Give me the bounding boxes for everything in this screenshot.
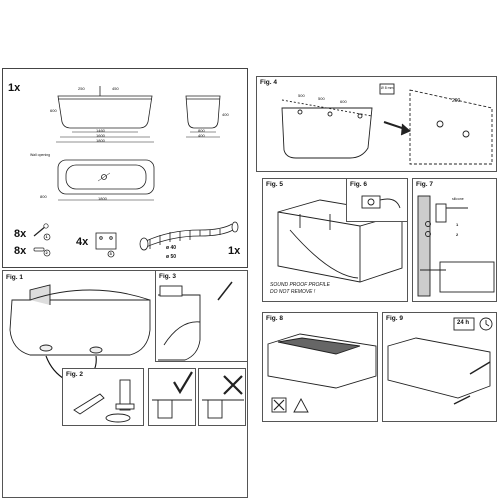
fig8-label: Fig. 8	[266, 315, 283, 322]
dim-plan-width: 1800	[98, 196, 107, 201]
fig9-cure-time: 24 h	[457, 320, 470, 326]
fig5-note-line2: DO NOT REMOVE !	[270, 289, 316, 295]
fig7-callout-2: 2	[456, 232, 459, 237]
plan-view-label: Wall opening	[30, 153, 51, 157]
dim-front-inner: 1460	[96, 128, 105, 133]
dim-side-bottom: 400	[198, 133, 205, 138]
drain-qty: 1x	[228, 245, 241, 257]
tub-side-elevation	[185, 95, 221, 138]
brackets-qty: 4x	[76, 236, 89, 248]
fig5-note-line1: SOUND PROOF PROFILE	[270, 282, 330, 288]
dim-front-height: 600	[50, 108, 57, 113]
fig4-label: Fig. 4	[260, 79, 277, 86]
dim-plan-depth: 800	[40, 194, 47, 199]
fig7-callout-1: 1	[456, 222, 459, 227]
fig5-label: Fig. 5	[266, 181, 283, 188]
mounting-bracket-icon	[95, 232, 117, 258]
fig4-dim-3: 600	[340, 99, 347, 104]
fig1-label: Fig. 1	[6, 274, 23, 281]
drain-diameter-50: ø 50	[166, 254, 177, 260]
fig3-label: Fig. 3	[159, 273, 176, 280]
dim-side-top: 800	[198, 128, 205, 133]
quantity-1x-label: 1x	[8, 82, 21, 94]
dim-side-total: 400	[222, 112, 229, 117]
plugs-qty: 8x	[14, 245, 27, 257]
fig9-label: Fig. 9	[386, 315, 403, 322]
dim-front-mid: 1600	[96, 133, 105, 138]
wall-plug-icon	[33, 247, 51, 257]
tub-front-elevation	[56, 86, 154, 143]
screw-icon	[33, 223, 51, 241]
fig4-detail: Ø 8 mm	[381, 86, 394, 90]
drain-hose-icon	[139, 221, 239, 251]
dim-front-top-right: 450	[112, 86, 119, 91]
dim-front-bottom: 1800	[96, 138, 105, 143]
fig4-dim-4: 200	[452, 98, 461, 104]
fig4-dim-2: 500	[318, 96, 325, 101]
fig4-dim-1: 500	[298, 93, 305, 98]
tub-plan-view	[57, 159, 155, 201]
dim-front-top-left: 250	[78, 86, 85, 91]
callout-1: 1	[45, 234, 48, 239]
fig6-label: Fig. 6	[350, 181, 367, 188]
fig7-label: Fig. 7	[416, 181, 433, 188]
callout-3: 3	[109, 251, 112, 256]
level-wrong-panel	[198, 368, 246, 426]
callout-2: 2	[45, 250, 48, 255]
fig2-label: Fig. 2	[66, 371, 83, 378]
fig7-sealant: silicone	[452, 197, 464, 201]
drain-diameter-40: ø 40	[166, 245, 177, 251]
screws-qty: 8x	[14, 228, 27, 240]
